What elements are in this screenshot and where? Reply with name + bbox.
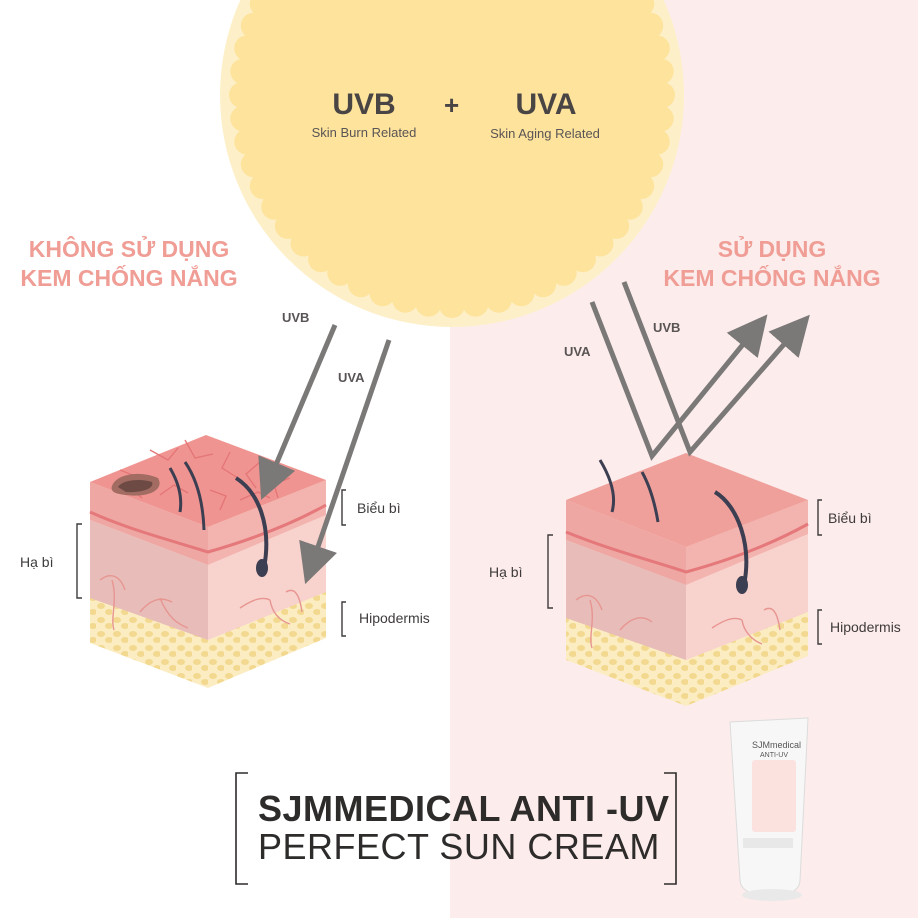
heading-left: KHÔNG SỬ DỤNG KEM CHỐNG NẮNG bbox=[18, 235, 240, 293]
brackets-left bbox=[76, 489, 346, 637]
label-epidermis-right: Biểu bì bbox=[828, 510, 872, 526]
uva-title: UVA bbox=[515, 88, 577, 121]
ray-label-uvb-left: UVB bbox=[282, 310, 310, 325]
label-dermis-left: Hạ bì bbox=[20, 554, 54, 570]
brackets-right bbox=[547, 499, 822, 645]
ray-label-uva-left: UVA bbox=[338, 370, 365, 385]
label-dermis-right: Hạ bì bbox=[489, 564, 523, 580]
sun-disc bbox=[247, 0, 657, 300]
sunscreen-tube bbox=[729, 717, 809, 901]
uva-ray-left bbox=[299, 339, 392, 585]
heading-left-line2: KEM CHỐNG NẮNG bbox=[20, 265, 238, 291]
ray-label-uvb-right: UVB bbox=[653, 320, 681, 335]
rays-right bbox=[589, 281, 810, 461]
rays-left bbox=[258, 324, 392, 585]
uvb-title: UVB bbox=[332, 88, 396, 121]
tube-line: ANTI-UV bbox=[760, 752, 788, 759]
heading-right: SỬ DỤNG KEM CHỐNG NẮNG bbox=[660, 235, 884, 293]
tube-brand: SJMmedical bbox=[752, 740, 802, 750]
uvb-ray-right bbox=[621, 281, 810, 457]
product-title: SJMMEDICAL ANTI -UV bbox=[258, 788, 670, 829]
heading-right-line1: SỬ DỤNG bbox=[717, 236, 827, 262]
uvb-ray-left bbox=[258, 324, 338, 500]
heading-right-line2: KEM CHỐNG NẮNG bbox=[663, 265, 881, 291]
uva-ray-right bbox=[589, 301, 768, 461]
sun bbox=[220, 0, 684, 327]
product-subtitle: PERFECT SUN CREAM bbox=[258, 826, 660, 867]
product-frame bbox=[235, 772, 677, 885]
label-hypodermis-right: Hipodermis bbox=[830, 619, 901, 635]
label-hypodermis-left: Hipodermis bbox=[359, 610, 430, 626]
heading-left-line1: KHÔNG SỬ DỤNG bbox=[28, 236, 230, 262]
ray-label-uva-right: UVA bbox=[564, 344, 591, 359]
skin-cube-right bbox=[565, 453, 809, 706]
skin-cube-left bbox=[89, 435, 327, 688]
label-epidermis-left: Biểu bì bbox=[357, 500, 401, 516]
uvb-subtitle: Skin Burn Related bbox=[311, 125, 417, 140]
uva-subtitle: Skin Aging Related bbox=[490, 126, 600, 141]
plus-sign: + bbox=[444, 90, 460, 120]
